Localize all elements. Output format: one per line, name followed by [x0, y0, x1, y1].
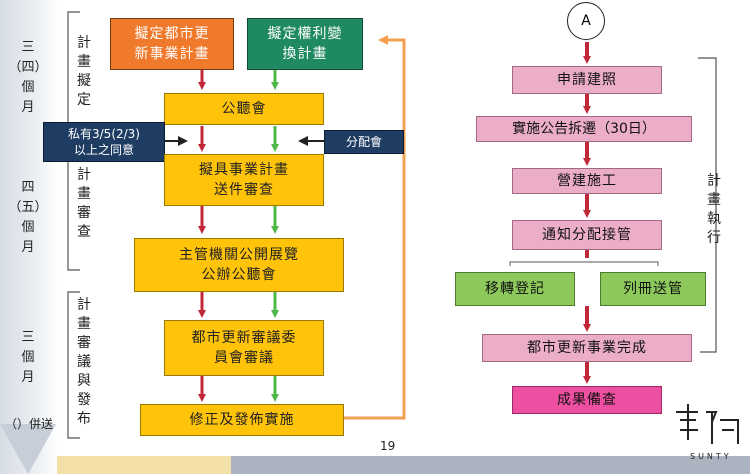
logo-mark	[676, 404, 739, 444]
transfer-registration-box: 移轉登記	[455, 272, 575, 306]
footer-bar-left	[57, 456, 231, 474]
revise-publish-box: 修正及發佈實施	[140, 404, 344, 436]
phase-label-execute: 計 畫 執 行	[707, 173, 721, 246]
results-filing-box: 成果備查	[512, 386, 662, 414]
submit-review-box: 擬具事業計畫 送件審查	[164, 154, 324, 206]
footer-bar-right	[231, 456, 750, 474]
stage-duration-2: 四 （五） 個 月	[8, 180, 48, 255]
page-number: 19	[380, 439, 396, 453]
rights-conversion-plan-box: 擬定權利變 換計畫	[247, 18, 363, 70]
construction-box: 營建施工	[512, 168, 662, 194]
connector-a-circle: A	[567, 2, 605, 40]
logo-text: SUNTY	[690, 452, 732, 461]
stage-duration-1: 三 （四） 個 月	[8, 40, 48, 115]
bracket-execute	[698, 57, 717, 353]
allocation-meeting-box: 分配會	[324, 130, 404, 154]
registry-handover-box: 列冊送管	[600, 272, 706, 306]
renewal-complete-box: 都市更新事業完成	[482, 334, 692, 362]
phase-label-plan: 計 畫 擬 定	[77, 35, 91, 108]
stage-band	[0, 0, 57, 474]
notify-takeover-box: 通知分配接管	[512, 220, 662, 250]
stage-note: （）併送	[4, 417, 53, 431]
committee-review-box: 都市更新審議委 員會審議	[164, 320, 324, 376]
consent-box: 私有3/5(2/3) 以上之同意	[43, 122, 165, 162]
stage-band-arrow	[0, 424, 56, 474]
apply-permit-box: 申請建照	[512, 66, 662, 94]
public-hearing-box: 公聽會	[164, 93, 324, 125]
bracket-publish	[67, 291, 80, 439]
phase-label-publish: 計 畫 審 議 與 發 布	[77, 297, 91, 427]
stage-duration-3: 三 個 月	[21, 330, 35, 385]
loop-line	[344, 35, 406, 420]
public-exhibition-box: 主管機關公開展覽 公辦公聽會	[134, 238, 344, 292]
phase-label-review: 計 畫 審 查	[77, 167, 91, 240]
urban-renewal-plan-box: 擬定都市更 新事業計畫	[110, 18, 234, 70]
demolition-notice-box: 實施公告拆遷（30日）	[476, 116, 692, 142]
